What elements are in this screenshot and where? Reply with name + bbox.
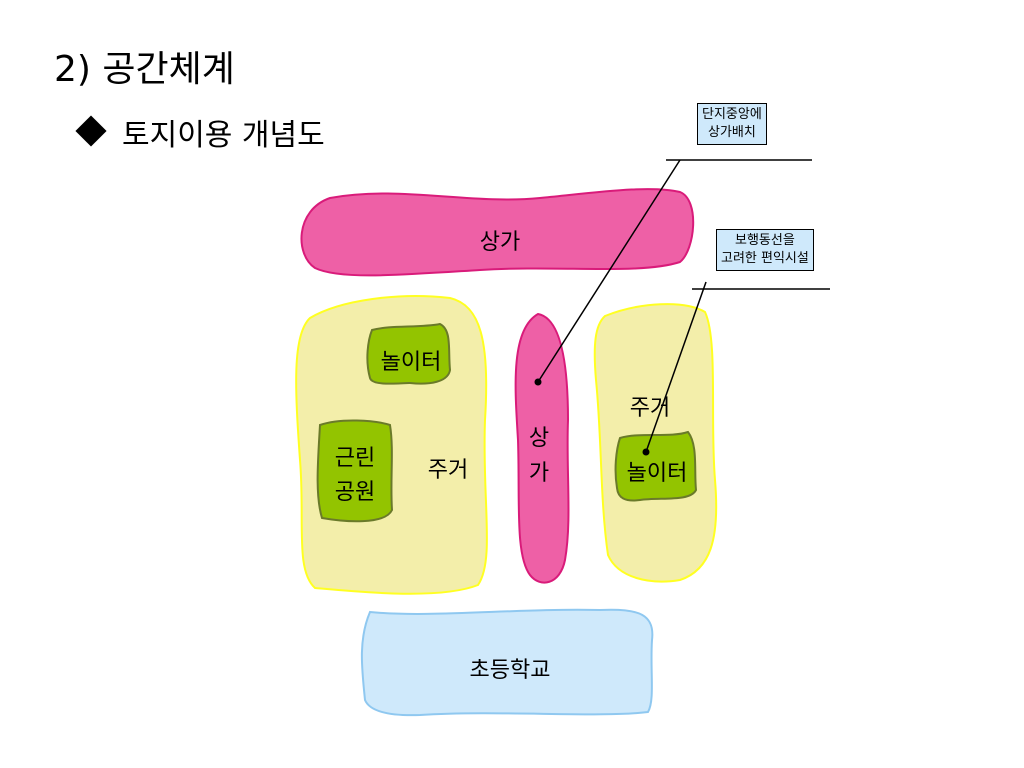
leader-dot-commercial	[534, 378, 542, 386]
label-residential-right: 주거	[629, 396, 671, 421]
callout-commercial: 단지중앙에 상가배치	[697, 103, 767, 145]
leader-dot-amenity	[642, 448, 650, 456]
neighborhood-park	[316, 419, 394, 523]
label-commercial-center-1: 상	[528, 426, 550, 451]
leader-line-amenity	[645, 281, 707, 453]
school-zone	[360, 608, 654, 717]
playground-left	[366, 322, 452, 385]
label-playground-left: 놀이터	[380, 350, 442, 375]
label-commercial-center-2: 가	[528, 461, 550, 486]
callout-commercial-line2: 상가배치	[707, 125, 756, 140]
slide-title: 2) 공간체계	[54, 49, 235, 90]
label-park-2: 공원	[334, 480, 376, 505]
leader-line-commercial	[537, 159, 681, 383]
playground-right	[614, 430, 698, 502]
callout-commercial-line1: 단지중앙에	[702, 107, 762, 122]
label-commercial-top: 상가	[479, 230, 521, 255]
label-school: 초등학교	[469, 658, 551, 683]
subtitle-text: 토지이용 개념도	[122, 118, 325, 153]
callout-amenity: 보행동선을 고려한 편익시설	[716, 229, 814, 271]
commercial-zone-center	[514, 312, 570, 584]
commercial-zone-top	[300, 188, 695, 277]
slide-subtitle: 토지이용 개념도	[75, 115, 325, 156]
callout-amenity-line1: 보행동선을	[735, 233, 795, 248]
callout-amenity-line2: 고려한 편익시설	[721, 251, 809, 266]
label-park-1: 근린	[334, 446, 376, 471]
label-residential-left: 주거	[427, 458, 469, 483]
label-playground-right: 놀이터	[626, 461, 688, 486]
